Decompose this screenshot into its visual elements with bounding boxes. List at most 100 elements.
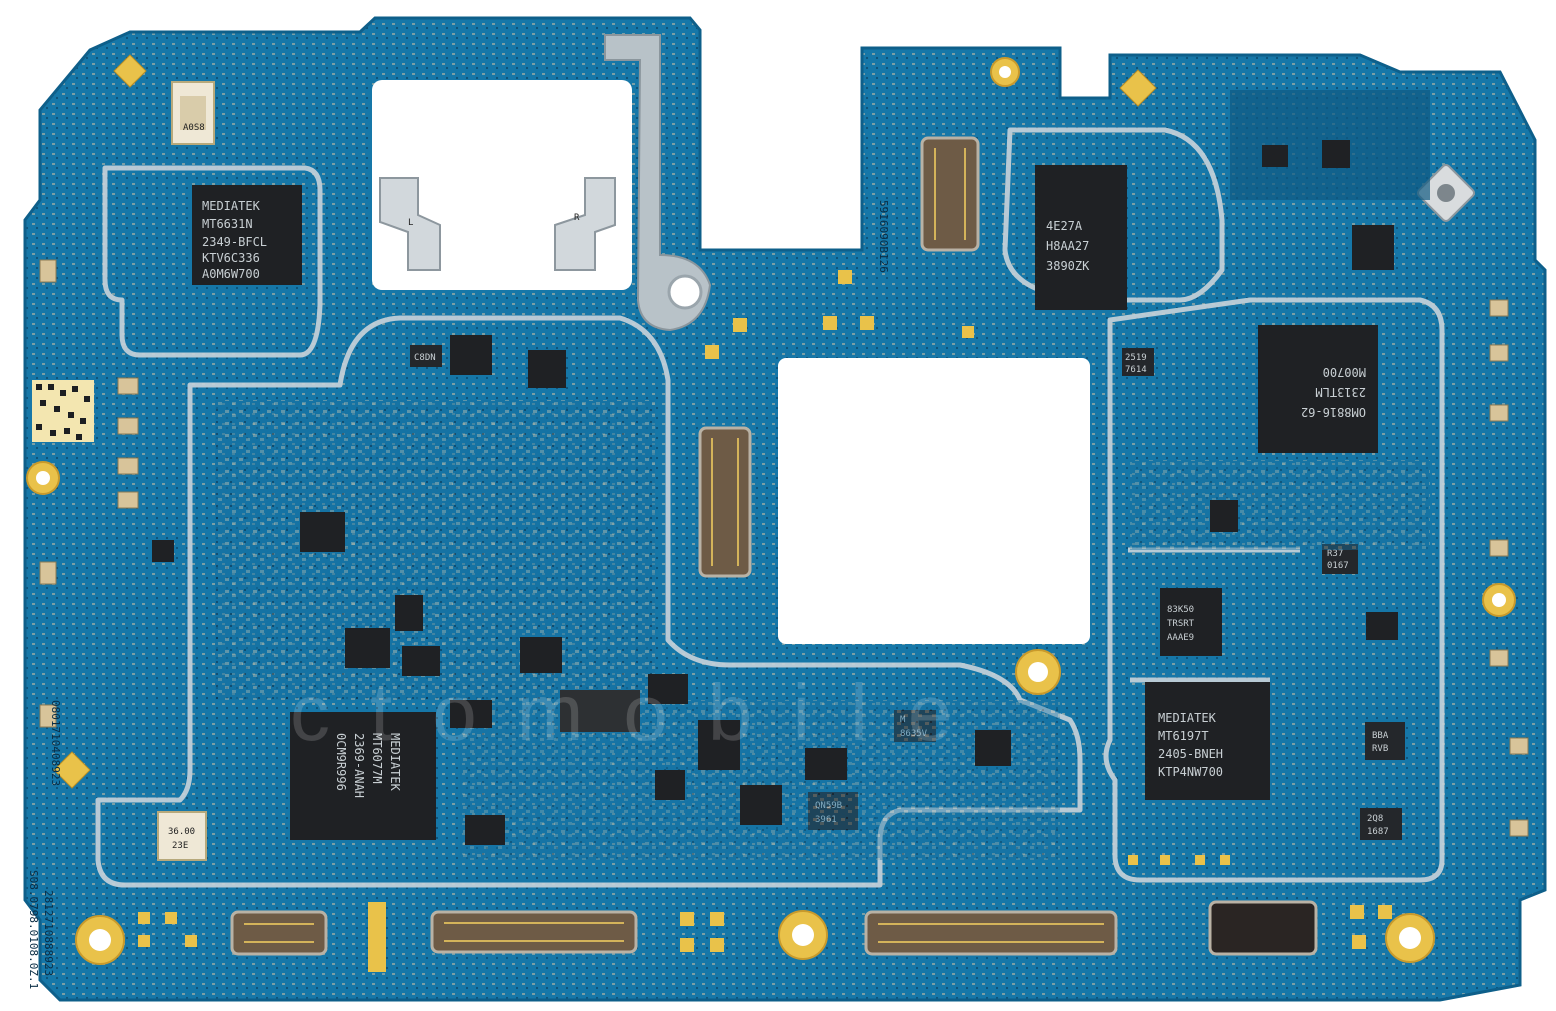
silkscreen-text: 2812710888923 — [42, 890, 55, 976]
pcb-element — [72, 386, 78, 392]
pcb-element — [1258, 325, 1378, 453]
pcb-element — [1489, 344, 1509, 362]
pcb-element — [1220, 855, 1230, 865]
pcb-element — [1366, 612, 1398, 640]
connector-bottom-4 — [1208, 900, 1318, 956]
pcb-element — [680, 938, 694, 952]
pcb-element — [368, 902, 386, 972]
pcb-element — [39, 259, 1529, 837]
chip-208: 2Q8 1687 — [1360, 808, 1402, 840]
pcb-element — [710, 912, 724, 926]
pcb-element — [180, 96, 206, 130]
watermark: ctomobile — [290, 668, 992, 757]
pcb-element: MEDIATEK MT6077M 2369-ANAH 0CM9R996 — [334, 733, 402, 798]
pcb-element — [117, 457, 139, 475]
pcb-element — [39, 561, 57, 585]
connector-mid — [698, 426, 752, 578]
pcb-element — [805, 748, 847, 780]
chip-2519: 2519 7614 — [1122, 348, 1154, 376]
pcb-element — [36, 384, 90, 440]
pcb-element — [710, 938, 724, 952]
pcb-element — [450, 700, 492, 728]
pcb-element — [528, 350, 566, 388]
silkscreen-text: MT6197T — [1158, 729, 1209, 743]
pcb-element — [733, 318, 747, 332]
chip-group-small — [560, 690, 640, 732]
pcb-element — [402, 646, 440, 676]
spring-contact-right — [554, 177, 616, 271]
pcb-element — [1509, 737, 1529, 755]
metal-bracket — [604, 34, 712, 332]
pcb-element — [36, 384, 42, 390]
pcb-element — [1437, 184, 1455, 202]
pcb-element — [1489, 539, 1509, 557]
shield-wifi — [102, 165, 323, 358]
pcb-element — [560, 690, 640, 732]
pcb-element — [1352, 935, 1366, 949]
pcb-element: 5916090B126 — [877, 200, 890, 273]
silkscreen-text: 36.00 — [168, 827, 195, 837]
pcb-element — [300, 512, 345, 552]
pcb-element — [36, 66, 1506, 951]
crystal-bottom: 36.00 23E — [157, 811, 207, 861]
pcb-element — [185, 935, 197, 947]
pcb-element — [1509, 819, 1529, 837]
pcb-element — [89, 929, 111, 951]
silkscreen-text: 2405-BNEH — [1158, 747, 1223, 761]
silkscreen-text: KTV6C336 — [202, 251, 260, 265]
silkscreen-text: 2Q8 — [1367, 814, 1383, 824]
pcb-element — [1365, 722, 1405, 760]
pcb-element — [1035, 165, 1127, 310]
pcb-element — [1195, 855, 1205, 865]
silkscreen-text: R — [574, 213, 580, 223]
pcb-element — [50, 430, 56, 436]
silkscreen-text: 5916090B126 — [877, 200, 890, 273]
pcb-element — [1360, 808, 1402, 840]
silkscreen-text: 2369-ANAH — [352, 733, 366, 798]
pcb-element — [64, 428, 70, 434]
pcb-element — [1262, 145, 1288, 167]
pcb-element — [792, 924, 814, 946]
pcb-element — [113, 54, 147, 88]
silkscreen-text: 0167 — [1327, 561, 1349, 571]
pcb-element — [465, 815, 505, 845]
pcb-element — [1122, 348, 1154, 376]
pcb-element — [1145, 682, 1270, 800]
pcb-element — [192, 185, 302, 285]
pcb-element — [290, 712, 436, 840]
silkscreen-text: 3890ZK — [1046, 259, 1090, 273]
pcb-element — [138, 935, 150, 947]
pcb-element — [1262, 140, 1350, 168]
silkscreen-text: M00700 — [1323, 365, 1366, 379]
silkscreen-text: 83K50 — [1167, 605, 1194, 615]
pcb-element — [999, 66, 1011, 78]
pcb-element — [157, 811, 207, 861]
silkscreen-text: BBA — [1372, 731, 1389, 741]
silkscreen-text: R37 — [1327, 549, 1343, 559]
crystal-top: A0S8 — [171, 81, 215, 145]
chip-pmic-right: OM8816-62 2313TLM M00700 — [1258, 325, 1378, 453]
silkscreen-text: A0M6W700 — [202, 267, 260, 281]
pcb-element — [1350, 905, 1364, 919]
chip-soc: MEDIATEK MT6077M 2369-ANAH 0CM9R996 — [290, 712, 436, 840]
silkscreen-text: TRSRT — [1167, 619, 1195, 629]
pcb-element — [520, 637, 562, 673]
pcb-element — [152, 540, 174, 562]
pcb-element — [68, 412, 74, 418]
pcb-element — [76, 434, 82, 440]
pcb-element: S08.0798.0108.0Z.1 — [27, 870, 40, 989]
pcb-element — [1352, 225, 1394, 270]
shield-main — [95, 315, 1083, 888]
pcb-element — [117, 491, 139, 509]
pcb-element — [117, 417, 139, 435]
pcb-element — [395, 595, 423, 631]
shield-right-main — [1103, 297, 1445, 883]
silkscreen-text: MEDIATEK — [388, 733, 402, 792]
pcb-element — [345, 628, 390, 668]
silkscreen-text: 2519 — [1125, 353, 1147, 363]
silkscreen-text: MT6077M — [370, 733, 384, 784]
pcb-element — [1489, 299, 1509, 317]
pcb-element — [823, 316, 837, 330]
coax-connector — [1416, 163, 1476, 223]
pcb-element — [838, 270, 852, 284]
